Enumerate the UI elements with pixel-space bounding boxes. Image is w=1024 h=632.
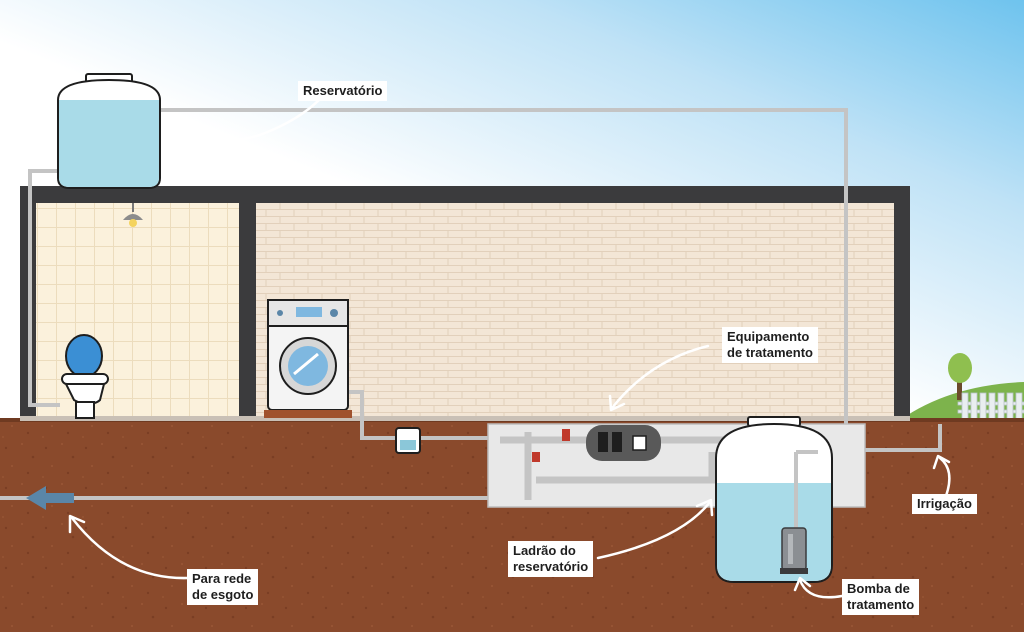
toilet-icon — [61, 334, 109, 419]
label-bomba-line1: Bomba de — [847, 581, 910, 596]
label-ladrao: Ladrão do reservatório — [508, 541, 594, 577]
laundry-wall — [256, 203, 894, 421]
label-ladrao-line2: reservatório — [513, 559, 589, 574]
tree-icon — [948, 353, 972, 400]
washing-machine-icon — [264, 299, 352, 418]
water-tank-icon — [57, 73, 161, 189]
label-reservatorio-text: Reservatório — [303, 83, 383, 98]
house-structure — [20, 186, 910, 421]
label-esgoto-line2: de esgoto — [192, 587, 254, 602]
label-equipamento-line2: de tratamento — [727, 345, 813, 360]
label-esgoto-line1: Para rede — [192, 571, 252, 586]
label-bomba-line2: tratamento — [847, 597, 915, 612]
drain-box-icon — [395, 427, 421, 454]
label-irrigacao-text: Irrigação — [917, 496, 972, 511]
ceiling-lamp-icon — [123, 203, 143, 227]
sewer-flow-arrow — [26, 486, 74, 510]
submersible-pump-icon — [780, 450, 818, 574]
underground-tank-icon — [715, 416, 833, 583]
label-equipamento-line1: Equipamento — [727, 329, 810, 344]
treatment-equipment-icon — [586, 425, 661, 461]
label-irrigacao: Irrigação — [912, 494, 977, 514]
bathroom-wall — [36, 203, 239, 421]
label-ladrao-line1: Ladrão do — [513, 543, 576, 558]
label-bomba: Bomba de tratamento — [842, 579, 920, 615]
label-reservatorio: Reservatório — [298, 81, 388, 101]
label-esgoto: Para rede de esgoto — [187, 569, 259, 605]
label-equipamento: Equipamento de tratamento — [722, 327, 818, 363]
callout-arrows — [68, 95, 951, 599]
